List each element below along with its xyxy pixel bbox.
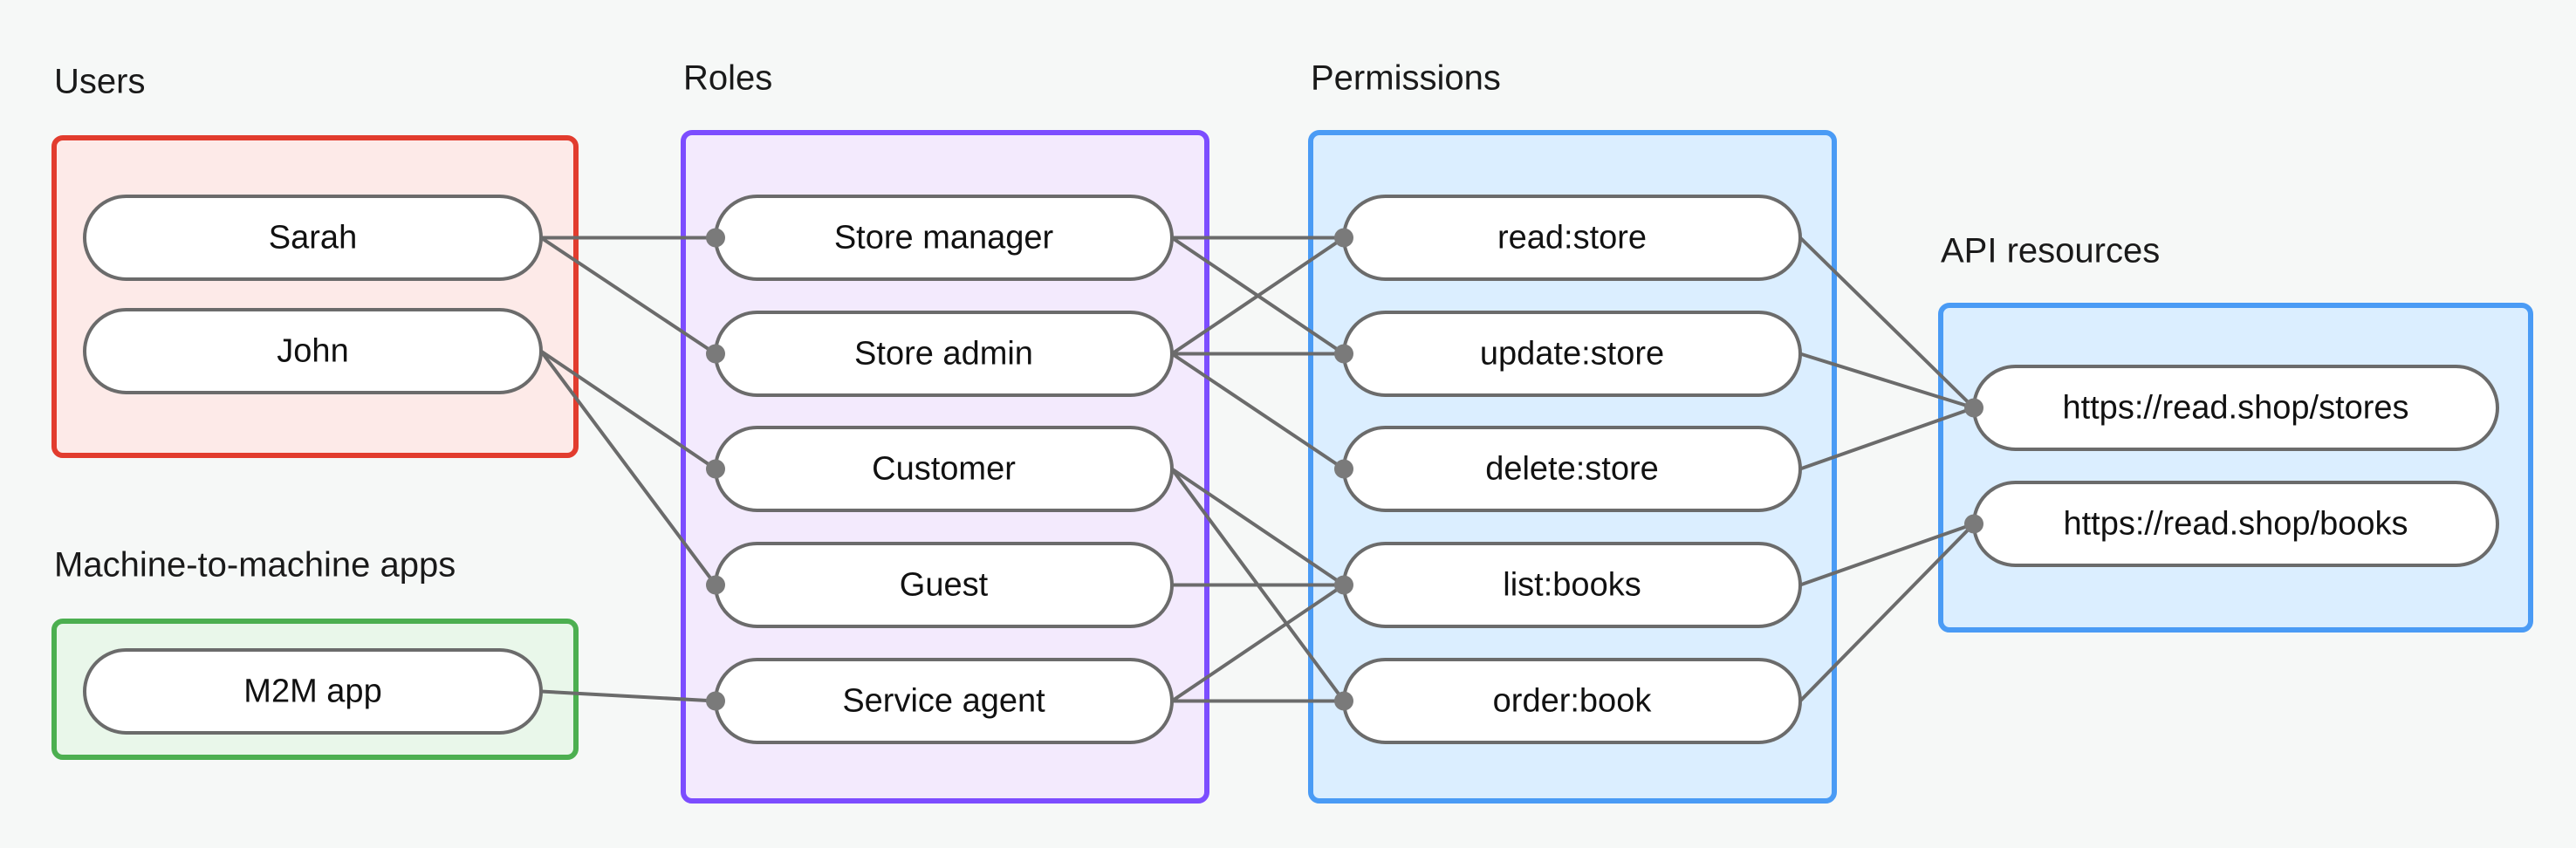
node-delete_store[interactable]: delete:store bbox=[1342, 426, 1802, 512]
node-shape-m2mapp bbox=[83, 648, 543, 735]
node-res_stores[interactable]: https://read.shop/stores bbox=[1972, 365, 2499, 451]
port-dot-order_book bbox=[1334, 691, 1353, 711]
edge-list_books-to-res_books bbox=[1799, 522, 1975, 587]
edge-delete_store-to-res_stores bbox=[1799, 406, 1975, 471]
node-label-res_books: https://read.shop/books bbox=[2063, 506, 2408, 543]
edge-order_book-to-res_books bbox=[1798, 523, 1976, 702]
node-label-john: John bbox=[277, 333, 348, 370]
edge-service_agent-to-list_books bbox=[1170, 583, 1346, 703]
group-label-roles: Roles bbox=[683, 59, 772, 98]
node-store_admin[interactable]: Store admin bbox=[714, 311, 1174, 397]
node-shape-john bbox=[83, 308, 543, 394]
edge-john-to-customer bbox=[539, 349, 717, 471]
edge-m2mapp-to-service_agent bbox=[540, 689, 716, 703]
node-service_agent[interactable]: Service agent bbox=[714, 658, 1174, 744]
node-sarah[interactable]: Sarah bbox=[83, 195, 543, 281]
edge-store_admin-to-read_store bbox=[1170, 236, 1346, 356]
port-dot-customer bbox=[706, 459, 725, 479]
node-label-read_store: read:store bbox=[1497, 220, 1647, 256]
node-label-res_stores: https://read.shop/stores bbox=[2062, 390, 2408, 427]
node-shape-sarah bbox=[83, 195, 543, 281]
node-label-guest: Guest bbox=[900, 567, 989, 604]
node-label-store_manager: Store manager bbox=[834, 220, 1054, 256]
node-store_manager[interactable]: Store manager bbox=[714, 195, 1174, 281]
port-dot-service_agent bbox=[706, 691, 725, 711]
edge-update_store-to-res_stores bbox=[1799, 352, 1975, 410]
group-label-permissions: Permissions bbox=[1311, 59, 1501, 98]
node-m2mapp[interactable]: M2M app bbox=[83, 648, 543, 735]
node-label-store_admin: Store admin bbox=[854, 336, 1033, 373]
port-dot-store_admin bbox=[706, 344, 725, 364]
group-label-m2m: Machine-to-machine apps bbox=[54, 546, 456, 585]
port-dot-guest bbox=[706, 575, 725, 595]
edge-sarah-to-store_admin bbox=[539, 236, 717, 356]
group-box-users bbox=[51, 135, 579, 458]
group-label-api: API resources bbox=[1941, 232, 2160, 270]
edge-lines bbox=[539, 236, 1976, 703]
node-customer[interactable]: Customer bbox=[714, 426, 1174, 512]
node-res_books[interactable]: https://read.shop/books bbox=[1972, 481, 2499, 567]
edge-store_admin-to-delete_store bbox=[1170, 352, 1346, 471]
port-dot-store_manager bbox=[706, 228, 725, 248]
node-label-m2mapp: M2M app bbox=[243, 674, 381, 710]
node-list_books[interactable]: list:books bbox=[1342, 542, 1802, 628]
edge-read_store-to-res_stores bbox=[1798, 236, 1976, 409]
node-john[interactable]: John bbox=[83, 308, 543, 394]
port-dot-res_stores bbox=[1964, 398, 1983, 418]
port-dots bbox=[706, 228, 1983, 711]
port-dot-read_store bbox=[1334, 228, 1353, 248]
node-label-list_books: list:books bbox=[1503, 567, 1641, 604]
node-label-service_agent: Service agent bbox=[842, 683, 1045, 720]
node-guest[interactable]: Guest bbox=[714, 542, 1174, 628]
node-label-customer: Customer bbox=[872, 451, 1016, 488]
node-order_book[interactable]: order:book bbox=[1342, 658, 1802, 744]
port-dot-update_store bbox=[1334, 344, 1353, 364]
group-label-users: Users bbox=[54, 63, 145, 101]
node-read_store[interactable]: read:store bbox=[1342, 195, 1802, 281]
node-label-sarah: Sarah bbox=[269, 220, 357, 256]
port-dot-delete_store bbox=[1334, 459, 1353, 479]
edge-customer-to-list_books bbox=[1170, 467, 1346, 587]
node-update_store[interactable]: update:store bbox=[1342, 311, 1802, 397]
group-box-api bbox=[1938, 303, 2533, 633]
port-dot-list_books bbox=[1334, 575, 1353, 595]
port-dot-res_books bbox=[1964, 514, 1983, 534]
node-label-delete_store: delete:store bbox=[1485, 451, 1659, 488]
edge-john-to-guest bbox=[539, 350, 717, 586]
node-label-order_book: order:book bbox=[1493, 683, 1653, 720]
node-label-update_store: update:store bbox=[1480, 336, 1664, 373]
